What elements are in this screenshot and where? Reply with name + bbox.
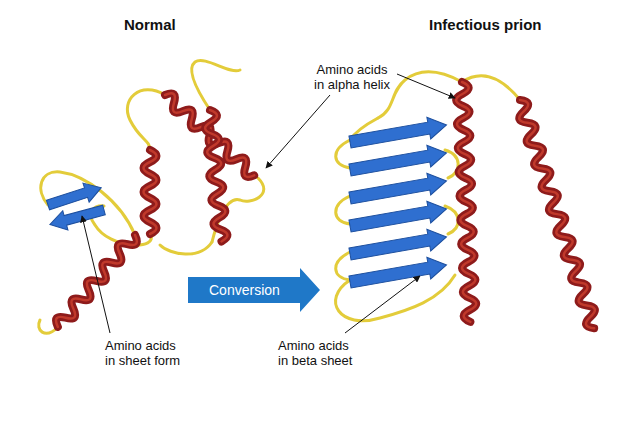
arrow-label: Conversion (209, 282, 280, 298)
panel-heading: Normal (124, 16, 176, 34)
coil-loop (336, 72, 520, 321)
callout-label: Amino acids in beta sheet (278, 338, 358, 368)
arrow-fill (188, 268, 320, 312)
conversion-arrow: Conversion (188, 268, 320, 312)
callout-label: Amino acids in alpha helix (312, 62, 392, 92)
sheet-strand (45, 178, 107, 234)
alpha-helix (456, 82, 601, 330)
callout-label: Amino acids in sheet form (105, 338, 185, 368)
panel-heading: Infectious prion (429, 16, 542, 34)
leader-line (82, 74, 455, 333)
beta-strand (348, 114, 448, 293)
